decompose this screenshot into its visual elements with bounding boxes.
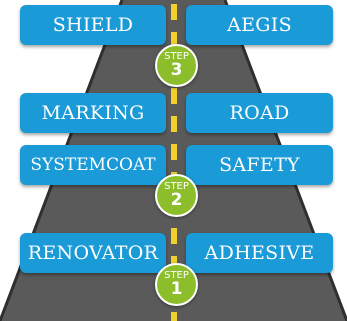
center-line-dash [171, 312, 177, 321]
center-line-dash [171, 228, 177, 244]
step-badge-2: STEP 2 [155, 174, 198, 217]
step-number: 2 [170, 190, 183, 210]
center-line-dash [171, 32, 177, 48]
label-safety: SAFETY [186, 145, 333, 185]
label-adhesive: ADHESIVE [186, 233, 333, 273]
center-line-dash [171, 88, 177, 104]
label-renovator: RENOVATOR [20, 233, 166, 273]
label-aegis: AEGIS [186, 5, 333, 45]
step-number: 1 [170, 279, 183, 299]
label-road: ROAD [186, 93, 333, 133]
step-word: STEP [164, 181, 189, 192]
step-word: STEP [164, 51, 189, 62]
label-shield: SHIELD [20, 5, 166, 45]
step-number: 3 [170, 60, 183, 80]
step-badge-1: STEP 1 [155, 263, 198, 306]
center-line-dash [171, 4, 177, 20]
label-systemcoat: SYSTEMCOAT [20, 145, 166, 185]
center-line-dash [171, 144, 177, 160]
step-word: STEP [164, 270, 189, 281]
center-line-dash [171, 116, 177, 132]
step-badge-3: STEP 3 [155, 44, 198, 87]
label-marking: MARKING [20, 93, 166, 133]
